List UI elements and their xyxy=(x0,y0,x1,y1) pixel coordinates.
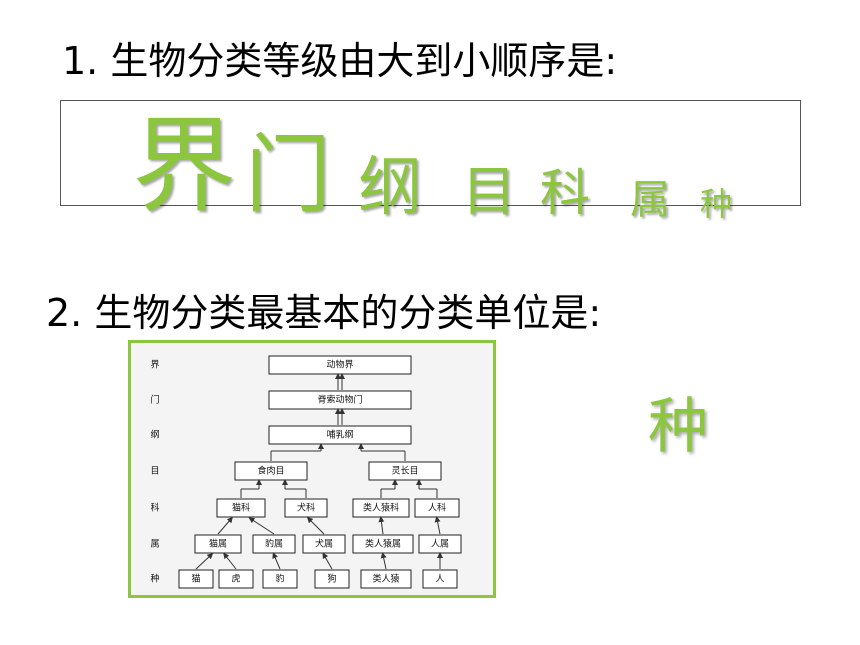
answer-2: 种 xyxy=(648,392,708,462)
node-genus-ape: 类人猿属 xyxy=(365,538,401,550)
rank-label-order: 目 xyxy=(150,466,159,477)
node-family-felidae: 猫科 xyxy=(232,502,250,514)
node-species-cat-box xyxy=(178,569,214,589)
node-family-hominidae: 人科 xyxy=(428,502,446,514)
node-species-ape: 类人猿 xyxy=(372,573,399,585)
tree-arrows xyxy=(195,373,443,570)
node-species-human-box xyxy=(422,569,458,589)
node-family-ape: 类人猿科 xyxy=(363,502,399,514)
node-class-box xyxy=(268,425,412,445)
node-family-canidae-box xyxy=(284,498,328,518)
rank-label-genus: 属 xyxy=(150,539,159,550)
rank-kingdom: 界 xyxy=(132,105,237,227)
node-kingdom: 动物界 xyxy=(326,359,353,371)
rank-genus: 属 xyxy=(630,177,670,223)
node-order-carnivora-box xyxy=(234,461,308,481)
node-order-carnivora: 食肉目 xyxy=(257,465,284,477)
rank-family: 科 xyxy=(540,164,590,222)
node-species-tiger-box xyxy=(218,569,254,589)
node-order-primates-box xyxy=(368,461,442,481)
node-order-primates: 灵长目 xyxy=(391,465,418,477)
node-species-tiger: 虎 xyxy=(231,573,240,585)
node-genus-dog: 犬属 xyxy=(315,538,333,550)
rank-label-family: 科 xyxy=(150,502,159,514)
node-genus-homo: 人属 xyxy=(431,539,449,550)
node-genus-leopard: 豹属 xyxy=(265,538,283,550)
rank-label-class: 纲 xyxy=(150,429,159,441)
answer-box-1 xyxy=(60,100,801,206)
question-1: 1. 生物分类等级由大到小顺序是: xyxy=(62,39,618,83)
node-class: 哺乳纲 xyxy=(326,429,353,441)
node-species-dog-box xyxy=(314,569,350,589)
node-genus-cat-box xyxy=(194,534,242,554)
rank-label-species: 种 xyxy=(150,573,159,585)
node-family-felidae-box xyxy=(216,498,266,518)
node-species-leopard-box xyxy=(262,569,298,589)
rank-label-kingdom: 界 xyxy=(150,360,159,371)
node-species-human: 人 xyxy=(435,574,444,585)
node-species-dog: 狗 xyxy=(327,573,336,585)
node-species-ape-box xyxy=(360,569,412,589)
question-2: 2. 生物分类最基本的分类单位是: xyxy=(46,291,602,335)
node-genus-cat: 猫属 xyxy=(209,538,227,550)
taxonomy-tree: .bx { fill:#fff; stroke:#222; stroke-wid… xyxy=(150,355,462,589)
node-phylum: 脊索动物门 xyxy=(317,394,362,406)
node-species-cat: 猫 xyxy=(191,573,200,585)
taxonomy-tree-figure: .bx { fill:#fff; stroke:#222; stroke-wid… xyxy=(128,340,496,598)
rank-class: 纲 xyxy=(358,151,422,225)
node-species-leopard: 豹 xyxy=(275,573,284,585)
rank-phylum: 门 xyxy=(245,125,331,225)
rank-order: 目 xyxy=(462,160,516,223)
rank-species: 种 xyxy=(700,185,733,223)
rank-label-phylum: 门 xyxy=(150,394,159,406)
node-family-canidae: 犬科 xyxy=(297,502,315,514)
